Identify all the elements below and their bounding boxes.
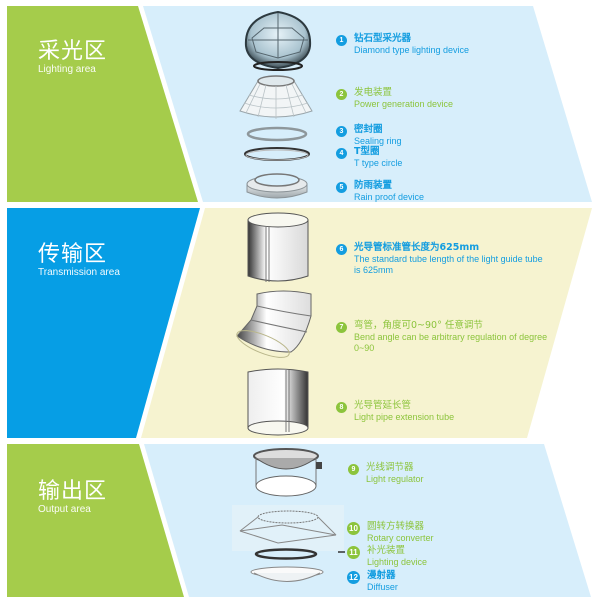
component-item-12: 12 漫射器 Diffuser <box>347 570 567 593</box>
component-item-10: 10 圆转方转换器 Rotary converter <box>347 521 567 544</box>
component-item-6: 6 光导管标准管长度为625mm The standard tube lengt… <box>336 242 551 276</box>
light-regulator-icon <box>253 448 322 497</box>
component-item-1: 1 钻石型采光器 Diamond type lighting device <box>336 33 556 56</box>
component-item-9: 9 光线调节器 Light regulator <box>348 462 568 485</box>
component-name-en: Sealing ring <box>354 136 402 146</box>
zone-title-cn: 输出区 <box>38 479 108 504</box>
transmission-zone-title: 传输区 Transmission area <box>38 243 120 279</box>
number-badge: 9 <box>348 464 359 475</box>
t-ring-icon <box>244 147 310 161</box>
number-badge: 6 <box>336 244 347 255</box>
component-name-en: Power generation device <box>354 99 454 109</box>
component-name-en: Rotary converter <box>367 533 434 543</box>
component-name-en: Rain proof device <box>354 192 425 202</box>
lighting-ring-icon <box>254 548 318 560</box>
number-badge: 7 <box>336 322 347 333</box>
component-name-cn: 钻石型采光器 <box>354 33 412 44</box>
component-item-5: 5 防雨装置 Rain proof device <box>336 180 556 203</box>
number-badge: 11 <box>347 546 360 559</box>
component-name-en: Lighting device <box>367 557 428 567</box>
leader-dot-icon <box>338 551 345 553</box>
component-name-cn: 光导管标准管长度为625mm <box>354 242 480 253</box>
component-item-8: 8 光导管延长管 Light pipe extension tube <box>336 400 556 423</box>
diamond-dome-icon <box>244 10 312 71</box>
extension-tube-icon <box>247 368 309 436</box>
component-name-cn: 光导管延长管 <box>354 400 412 411</box>
number-badge: 1 <box>336 35 347 46</box>
rotary-converter-icon <box>232 505 344 551</box>
zone-title-cn: 传输区 <box>38 242 108 267</box>
zone-title-en: Transmission area <box>38 267 120 278</box>
number-badge: 4 <box>336 148 347 159</box>
component-name-en: The standard tube length of the light gu… <box>354 254 543 275</box>
output-zone-title: 输出区 Output area <box>38 480 107 516</box>
component-name-en: Diffuser <box>367 582 398 592</box>
component-name-en: Light pipe extension tube <box>354 412 455 422</box>
component-name-cn: 圆转方转换器 <box>367 521 425 532</box>
number-badge: 2 <box>336 89 347 100</box>
number-badge: 10 <box>347 522 360 535</box>
zone-title-en: Output area <box>38 504 91 515</box>
component-name-en: T type circle <box>354 158 403 168</box>
component-name-cn: 漫射器 <box>367 570 396 581</box>
number-badge: 5 <box>336 182 347 193</box>
component-item-4: 4 T型圈 T type circle <box>336 146 556 169</box>
number-badge: 3 <box>336 126 347 137</box>
component-name-cn: 防雨装置 <box>354 180 393 191</box>
component-item-11: 11 补光装置 Lighting device <box>347 545 567 568</box>
component-name-cn: 弯管，角度可0~90° 任意调节 <box>354 320 483 331</box>
component-item-7: 7 弯管，角度可0~90° 任意调节 Bend angle can be arb… <box>336 320 551 354</box>
component-name-cn: 密封圈 <box>354 124 383 135</box>
sealing-ring-icon <box>246 126 308 142</box>
transmission-zone-panel <box>7 208 200 438</box>
lighting-zone-title: 采光区 Lighting area <box>38 40 107 76</box>
component-name-cn: T型圈 <box>354 146 380 157</box>
bend-tube-icon <box>236 290 312 358</box>
solar-cone-icon <box>239 75 313 119</box>
zone-title-cn: 采光区 <box>38 39 108 64</box>
lighting-zone-panel <box>7 6 198 202</box>
component-name-cn: 补光装置 <box>367 545 406 556</box>
diffuser-icon <box>250 566 324 582</box>
zone-title-en: Lighting area <box>38 64 96 75</box>
straight-tube-icon <box>247 212 309 282</box>
number-badge: 8 <box>336 402 347 413</box>
number-badge: 12 <box>347 571 360 584</box>
component-item-2: 2 发电装置 Power generation device <box>336 87 556 110</box>
component-name-cn: 发电装置 <box>354 87 393 98</box>
component-name-cn: 光线调节器 <box>366 462 414 473</box>
rain-flashing-icon <box>246 173 308 199</box>
component-name-en: Bend angle can be arbitrary regulation o… <box>354 332 548 353</box>
output-zone-panel <box>7 444 184 597</box>
component-name-en: Diamond type lighting device <box>354 45 470 55</box>
component-item-3: 3 密封圈 Sealing ring <box>336 124 556 147</box>
component-name-en: Light regulator <box>366 474 424 484</box>
